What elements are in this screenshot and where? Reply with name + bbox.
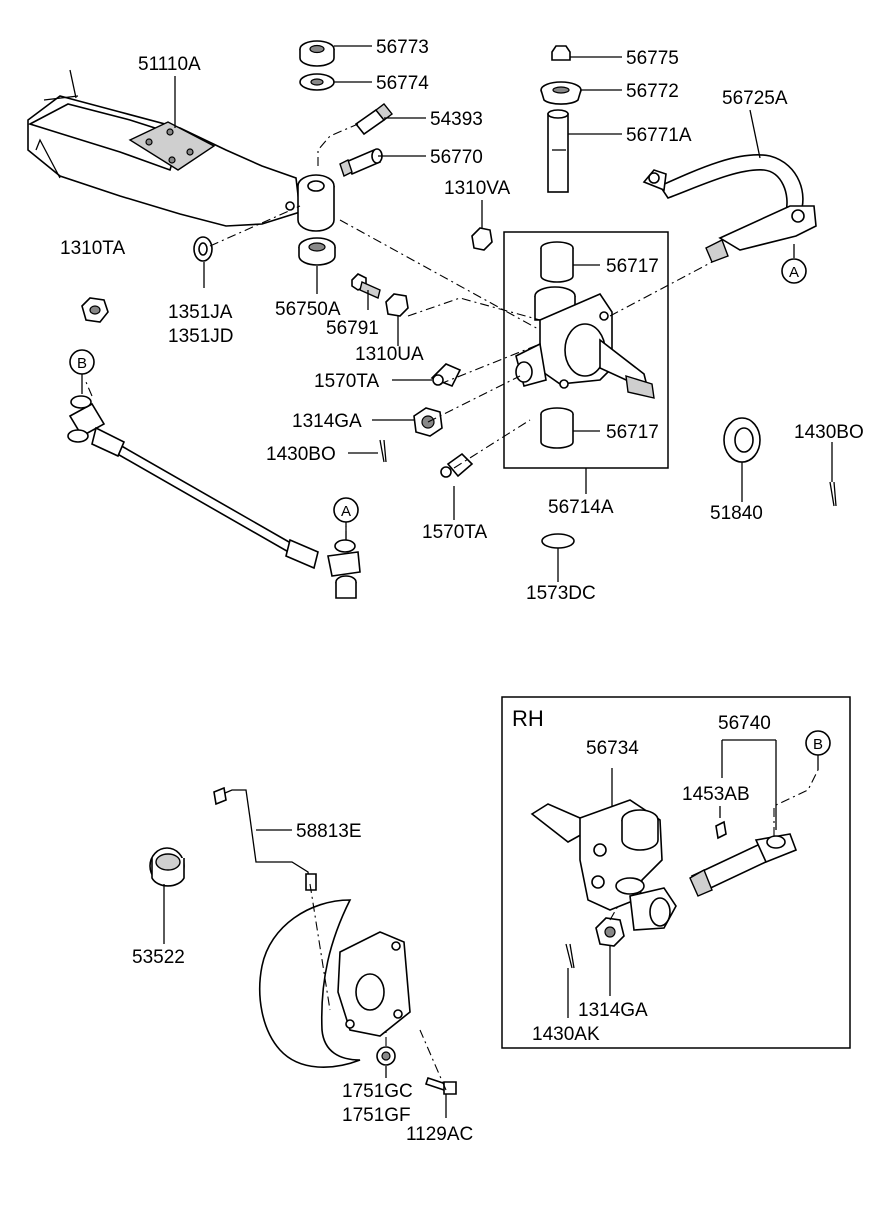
marker-a-upper-label: A bbox=[789, 264, 799, 281]
label-56770: 56770 bbox=[430, 147, 483, 168]
rh-knuckle-56734-part bbox=[530, 799, 677, 931]
label-56791: 56791 bbox=[326, 318, 379, 339]
label-56773: 56773 bbox=[376, 37, 429, 58]
o-ring-1573dc-part bbox=[541, 533, 575, 549]
assembly-lines bbox=[85, 123, 819, 1091]
label-56775: 56775 bbox=[626, 48, 679, 69]
label-1314ga-rh: 1314GA bbox=[578, 1000, 648, 1021]
label-56725a: 56725A bbox=[722, 88, 788, 109]
label-1351jd: 1351JD bbox=[168, 326, 234, 347]
marker-a-lower: A bbox=[333, 497, 359, 523]
nut-1310ta-part bbox=[81, 297, 109, 323]
label-56750a: 56750A bbox=[275, 299, 341, 320]
label-53522: 53522 bbox=[132, 947, 185, 968]
washer-56774-part bbox=[299, 73, 335, 91]
bolt-56791-part bbox=[351, 273, 381, 299]
label-1573dc: 1573DC bbox=[526, 583, 596, 604]
label-1129ac: 1129AC bbox=[406, 1124, 473, 1145]
label-1310ua: 1310UA bbox=[355, 344, 424, 365]
label-1430ak: 1430AK bbox=[532, 1024, 600, 1045]
label-56771a: 56771A bbox=[626, 125, 692, 146]
rh-inset-box bbox=[501, 696, 851, 1049]
crossmember-part bbox=[27, 69, 301, 227]
label-54393: 54393 bbox=[430, 109, 483, 130]
marker-b-rh-label: B bbox=[813, 736, 823, 753]
label-51840: 51840 bbox=[710, 503, 763, 524]
seal-56772-part bbox=[540, 81, 582, 105]
drag-link-56725a-part bbox=[642, 154, 817, 263]
bushing-56717-top-part bbox=[540, 241, 574, 283]
tie-rod-part bbox=[67, 395, 361, 599]
label-56717-top: 56717 bbox=[606, 256, 659, 277]
bushing-56773-part bbox=[299, 40, 335, 67]
label-56734: 56734 bbox=[586, 738, 639, 759]
rh-cotter-pin-1430ak-part bbox=[565, 943, 575, 969]
label-1430bo-left: 1430BO bbox=[266, 444, 336, 465]
label-56714a: 56714A bbox=[548, 497, 614, 518]
marker-b-left: B bbox=[69, 349, 95, 375]
washer-1751gc-part bbox=[376, 1046, 396, 1066]
label-1751gc: 1751GC bbox=[342, 1081, 413, 1102]
bolt-54393-part bbox=[354, 103, 393, 136]
washer-1351ja-part bbox=[193, 236, 213, 262]
rh-tie-rod-end-56740-part bbox=[689, 820, 798, 897]
splash-shield-part bbox=[259, 899, 411, 1068]
grease-fitting-1570ta-lower-part bbox=[440, 452, 474, 478]
label-56740: 56740 bbox=[718, 713, 771, 734]
marker-a-upper: A bbox=[781, 258, 807, 284]
grease-fitting-1570ta-upper-part bbox=[430, 363, 462, 388]
marker-b-rh: B bbox=[805, 730, 831, 756]
label-1430bo-right: 1430BO bbox=[794, 422, 864, 443]
oil-seal-51840-part bbox=[723, 417, 761, 463]
label-56717-bottom: 56717 bbox=[606, 422, 659, 443]
nut-1310ua-part bbox=[385, 293, 409, 317]
cotter-pin-1430bo-left-part bbox=[379, 439, 387, 463]
rh-nut-1314ga-part bbox=[595, 917, 625, 947]
label-1453ab: 1453AB bbox=[682, 784, 750, 805]
label-1310va: 1310VA bbox=[444, 178, 511, 199]
brake-tube-58813e-part bbox=[213, 786, 317, 891]
marker-a-lower-label: A bbox=[341, 503, 351, 520]
dust-cap-53522-part bbox=[149, 847, 185, 887]
bolt-1129ac-part bbox=[424, 1076, 457, 1095]
knuckle-body-part bbox=[515, 286, 655, 399]
nut-1310va-part bbox=[471, 227, 493, 251]
pivot-boss-part bbox=[285, 174, 335, 232]
cap-56775-part bbox=[551, 45, 571, 61]
label-56772: 56772 bbox=[626, 81, 679, 102]
label-1351ja: 1351JA bbox=[168, 302, 233, 323]
label-1751gf: 1751GF bbox=[342, 1105, 411, 1126]
label-1314ga: 1314GA bbox=[292, 411, 362, 432]
kingpin-56771a-part bbox=[547, 109, 569, 193]
leader-lines bbox=[81, 45, 833, 1118]
label-1570ta-lower: 1570TA bbox=[422, 522, 487, 543]
label-58813e: 58813E bbox=[296, 821, 362, 842]
bushing-56717-bottom-part bbox=[540, 407, 574, 449]
cotter-pin-1430bo-right-part bbox=[829, 481, 837, 507]
pin-56770-part bbox=[339, 148, 383, 177]
label-1570ta-upper: 1570TA bbox=[314, 371, 379, 392]
label-56774: 56774 bbox=[376, 73, 429, 94]
label-51110a: 51110A bbox=[138, 54, 201, 75]
label-1310ta: 1310TA bbox=[60, 238, 125, 259]
marker-b-left-label: B bbox=[77, 355, 87, 372]
bushing-56750a-part bbox=[298, 237, 336, 266]
inset-title-rh: RH bbox=[512, 706, 544, 731]
part-labels: 51110A 56773 56774 54393 56770 1310VA 13… bbox=[60, 37, 864, 1145]
